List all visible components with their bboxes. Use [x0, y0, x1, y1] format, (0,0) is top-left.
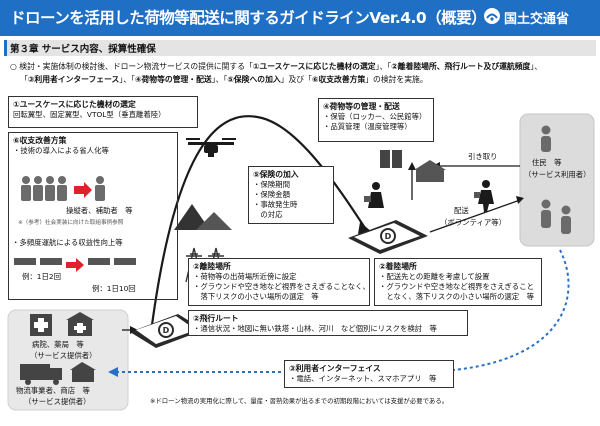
box-title: ②飛行ルート — [193, 314, 239, 323]
locker-icon — [380, 150, 402, 168]
chapter-bar — [4, 40, 596, 56]
logistics-sublabel: （サービス提供者） — [24, 397, 91, 406]
summary-highlight: ②離着陸場所、飛行ルート及び運航頻度 — [391, 62, 531, 71]
box-text: となく、落下リスクの小さい場所の選定 等 — [379, 292, 534, 301]
residents-label: 住民 等 — [532, 158, 562, 167]
ministry-logo-icon — [484, 8, 500, 24]
box-text: ・荷物等の出荷場所近傍に設定 — [193, 272, 297, 281]
logistics-label: 物流事業者、商店 等 — [16, 386, 90, 395]
summary-highlight: ④荷物等の管理・配送 — [134, 75, 212, 84]
box-text: ・事故発生時 — [253, 200, 298, 209]
summary-text-part: 」の検討を実施。 — [365, 75, 428, 84]
operator-caption: 操縦者、補助者 等 — [66, 206, 133, 215]
operator-icons — [21, 176, 105, 201]
pickup-label: 引き取り — [468, 152, 498, 161]
box-text: 回転翼型、固定翼型、VTOL型（垂直離着陸） — [13, 110, 166, 119]
box-insurance: ⑤保険の加入 ・保険期間 ・保険金額 ・事故発生時 の対応 — [248, 166, 334, 224]
summary-text-part: 」、「 — [375, 62, 392, 71]
drone-icon — [186, 138, 236, 157]
box-text: の対応 — [253, 210, 283, 219]
reduction-arrow-icon — [74, 182, 92, 198]
box-text: ・保険金額 — [253, 190, 290, 199]
footnote: ※ドローン物流の実用化に際して、量産・習熟効果が出るまでの初期段階においては支援… — [150, 397, 449, 405]
summary-text-part: 「 — [20, 75, 28, 84]
header-bar — [0, 0, 600, 36]
box-text: ・保険期間 — [253, 180, 290, 189]
box-title: ④荷物等の管理・配送 — [323, 102, 400, 111]
frequency-bullet: ・多頻度運航による収益性向上等 — [12, 238, 123, 247]
frequency-diagram-2 — [88, 258, 136, 265]
summary-text-part: 」、「 — [211, 75, 228, 84]
frequency-example-1: 例：1日2回 — [22, 272, 61, 281]
frequency-diagram-1 — [14, 258, 62, 265]
pharmacy-icon — [66, 312, 94, 336]
page-title: ドローンを活用した荷物等配送に関するガイドラインVer.4.0（概要） — [10, 9, 487, 27]
summary-highlight: ⑥収支改善方策 — [311, 75, 366, 84]
truck-icon — [20, 364, 62, 385]
hospital-label: 病院、薬局 等 — [32, 340, 84, 349]
summary-highlight: ⑤保険への加入 — [227, 75, 281, 84]
delivery-arrow — [429, 199, 521, 233]
box-title: ③利用者インターフェイス — [289, 364, 381, 373]
box-user-interface: ③利用者インターフェイス ・電話、インターネット、スマホアプリ 等 — [284, 360, 454, 388]
box-text: ・グラウンドや空き地など視界をさえぎること — [379, 282, 534, 291]
operator-note: ※（参考）社会実装に向けた取組事例参照 — [18, 220, 124, 226]
box-text: ・品質管理（温度管理等） — [323, 122, 412, 131]
box-title: ②着陸場所 — [379, 262, 417, 271]
shop-icon — [70, 362, 96, 382]
hospital-icon — [30, 314, 52, 336]
svg-text:D: D — [385, 232, 392, 241]
box-text: ・保管（ロッカー、公民館等） — [323, 112, 427, 121]
resident-icons — [541, 125, 571, 234]
svg-text:D: D — [163, 326, 170, 335]
summary-highlight: ①ユースケースに応じた機材の選定 — [252, 62, 376, 71]
box-landing-site: ②着陸場所 ・配送先との距離を考慮して設置 ・グラウンドや空き地など視界をさえぎ… — [374, 258, 542, 306]
order-flow-line — [118, 249, 570, 373]
mountain-icon — [174, 204, 232, 230]
box-equipment-selection: ①ユースケースに応じた機材の選定 回転翼型、固定翼型、VTOL型（垂直離着陸） — [8, 96, 198, 128]
box-text: ・配送先との距離を考慮して設置 — [379, 272, 490, 281]
summary-text-part: 」、「 — [119, 75, 135, 84]
frequency-arrow-icon — [66, 258, 84, 272]
box-title: ⑥収支改善方策 — [13, 136, 67, 145]
box-text: ・グラウンドや空き地など視界をさえぎることなく、 — [193, 282, 370, 291]
summary-text-part: ○ 検討・実施体制の検討後、ドローン物流サービスの提供に関する「 — [10, 62, 253, 71]
box-title: ①ユースケースに応じた機材の選定 — [13, 100, 136, 109]
ministry-name: 国土交通省 — [504, 12, 570, 27]
carrier-icon — [364, 182, 384, 208]
box-cargo-management: ④荷物等の管理・配送 ・保管（ロッカー、公民館等） ・品質管理（温度管理等） — [318, 98, 434, 142]
summary-highlight: ③利用者インターフェース — [27, 75, 120, 84]
box-text: 落下リスクの小さい場所の選定 等 — [193, 292, 319, 301]
residents-pane — [519, 113, 595, 247]
volunteer-icon — [474, 180, 494, 212]
chapter-title: 第３章 サービス内容、採算性確保 — [10, 44, 156, 55]
summary-text-part: 」及び「 — [280, 75, 312, 84]
box-takeoff-site: ②離陸場所 ・荷物等の出荷場所近傍に設定 ・グラウンドや空き地など視界をさえぎる… — [188, 258, 370, 306]
box-text: ・技術の導入による省人化等 — [13, 146, 109, 155]
community-hall-icon — [414, 160, 446, 182]
delivery-sublabel: （ボランティア等） — [440, 218, 507, 227]
delivery-label: 配送 — [454, 206, 469, 215]
box-text: ・通信状況・地図に無い鉄塔・山林、河川 など個別にリスクを検討 等 — [193, 324, 437, 333]
frequency-example-2: 例：1日10回 — [92, 284, 136, 293]
order-flow-arrowhead — [108, 367, 118, 377]
box-title: ②離陸場所 — [193, 262, 231, 271]
summary-text: ○ 検討・実施体制の検討後、ドローン物流サービスの提供に関する「①ユースケースに… — [10, 60, 590, 86]
summary-text-part: 」、 — [530, 62, 543, 71]
box-profit-improvement: ⑥収支改善方策 ・技術の導入による省人化等 — [8, 132, 178, 300]
box-text: ・電話、インターネット、スマホアプリ 等 — [289, 374, 437, 383]
box-title: ⑤保険の加入 — [253, 170, 299, 179]
hospital-sublabel: （サービス提供者） — [30, 351, 97, 360]
box-flight-route: ②飛行ルート ・通信状況・地図に無い鉄塔・山林、河川 など個別にリスクを検討 等 — [188, 310, 468, 336]
residents-sublabel: （サービス利用者） — [524, 170, 591, 179]
